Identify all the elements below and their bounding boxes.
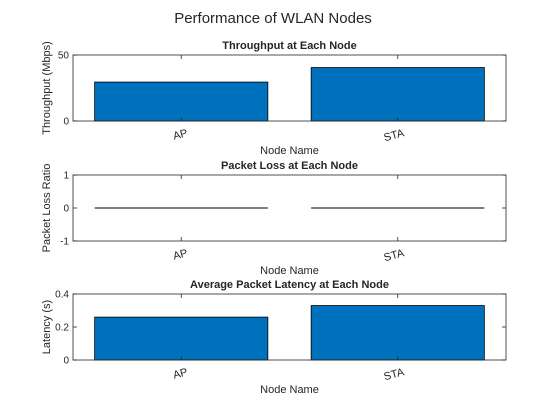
x-tick-label-ap: AP — [172, 127, 189, 142]
figure-title: Performance of WLAN Nodes — [174, 10, 372, 27]
y-tick-label: 0.4 — [55, 290, 69, 301]
bar-sta — [310, 305, 485, 361]
y-axis-label: Latency (s) — [41, 300, 53, 354]
y-tick-label: 0 — [63, 204, 69, 215]
bar-sta — [310, 67, 485, 122]
y-tick-label: 0 — [63, 117, 69, 128]
axes-title: Throughput at Each Node — [222, 40, 356, 52]
y-tick-label: -1 — [60, 237, 69, 248]
x-tick-label-ap: AP — [172, 247, 189, 262]
axes-title: Average Packet Latency at Each Node — [190, 279, 389, 291]
bar-ap — [94, 81, 269, 122]
y-tick-label: 50 — [58, 51, 70, 62]
x-tick-label-sta: STA — [383, 127, 407, 144]
x-axis-label: Node Name — [260, 145, 319, 157]
x-tick-label-sta: STA — [383, 366, 407, 383]
y-tick-label: 1 — [63, 171, 69, 182]
y-axis-label: Throughput (Mbps) — [41, 41, 53, 135]
y-tick-label: 0.2 — [55, 323, 69, 334]
bar-ap — [94, 316, 269, 361]
y-axis-label: Packet Loss Ratio — [41, 164, 53, 253]
x-tick-label-sta: STA — [383, 247, 407, 264]
latency-chart: 0 0.2 0.4AP STA Average Packet Latency at Ea… — [41, 279, 507, 396]
x-axis-label: Node Name — [260, 265, 319, 277]
x-tick-label-ap: AP — [172, 366, 189, 381]
axes-title: Packet Loss at Each Node — [221, 160, 358, 172]
x-axis-label: Node Name — [260, 384, 319, 396]
y-tick-label: 0 — [63, 356, 69, 367]
axes-box — [72, 54, 507, 122]
